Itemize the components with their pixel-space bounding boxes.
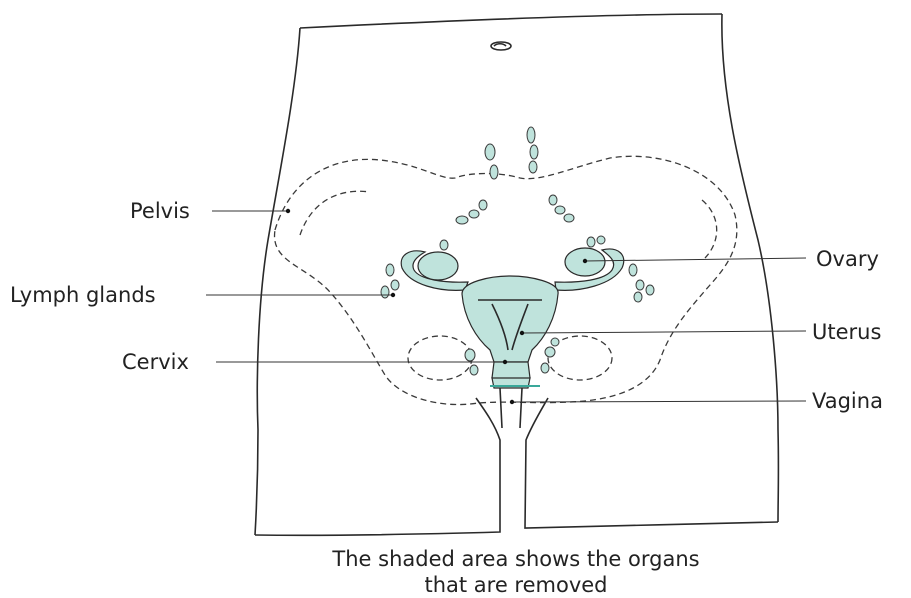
vagina-lower (500, 388, 522, 428)
caption-line-1: The shaded area shows the organs (331, 547, 699, 571)
uterus-shape (462, 276, 558, 362)
leg-bottom-edge-right (525, 398, 778, 528)
label-cervix: Cervix (122, 350, 189, 374)
leg-bottom-edge (255, 398, 500, 535)
caption-line-2: that are removed (424, 573, 607, 597)
label-ovary: Ovary (816, 247, 879, 271)
torso-right-edge (722, 14, 779, 522)
torso-left-edge (255, 28, 300, 535)
navel-inner (494, 44, 506, 46)
label-vagina: Vagina (812, 389, 883, 413)
body-outline (255, 14, 778, 535)
label-uterus: Uterus (812, 320, 881, 344)
label-lymph-glands: Lymph glands (10, 283, 156, 307)
left-ovary (418, 252, 458, 280)
label-pelvis: Pelvis (130, 199, 190, 223)
waist-top-edge (300, 14, 722, 28)
